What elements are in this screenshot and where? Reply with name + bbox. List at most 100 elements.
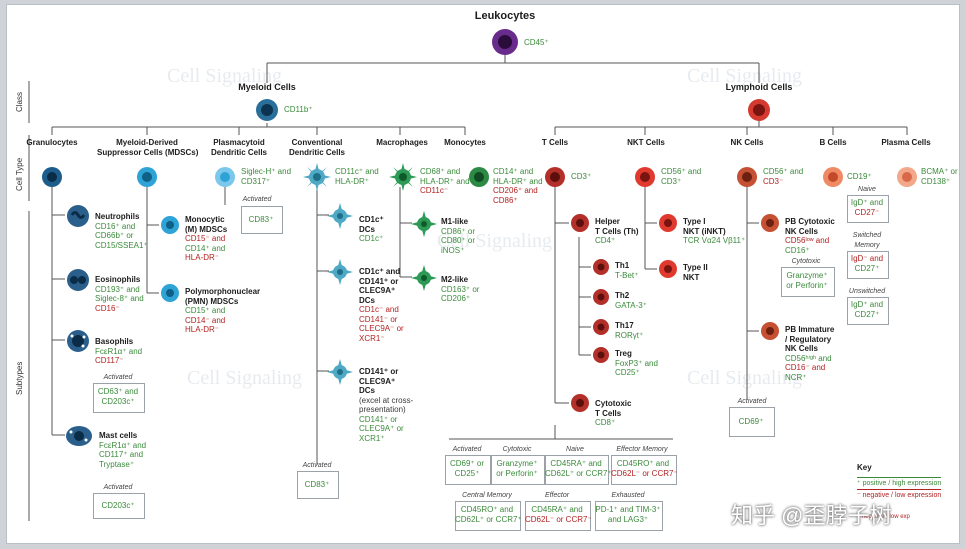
m2-macrophage-icon [411,265,437,291]
pmdsc-icon [161,284,179,302]
tstate-effmem-box [611,455,677,485]
label-subtypes: Subtypes [15,361,24,395]
nkt-icon [635,167,655,187]
bcell-switched-box [847,251,889,279]
bcell-naive-box [847,195,889,223]
tstate-exhausted-label: Exhausted [611,492,645,499]
legend-positive: ⁺ positive / high expression [857,477,942,489]
mmdsc-icon [161,216,179,234]
bcells-title: B Cells [819,138,847,147]
cd1c-dc-icon [327,203,353,229]
neutrophil-icon [67,205,89,227]
type2-nkt-icon [659,260,677,278]
th17-icon [593,319,609,335]
eosinophil-icon [67,269,89,291]
watermark: Cell Signaling [687,65,802,87]
tstate-activated-box [445,455,491,485]
macrophages-title: Macrophages [376,138,428,147]
legend-key [853,461,945,529]
nk-activated-box [729,407,775,437]
bcell-naive-label: Naive [858,186,876,193]
bcell-unswitched-box [847,297,889,325]
tstate-effector-box [525,501,591,531]
bcell-marker: CD19⁺ [847,172,872,181]
mdsc-icon [137,167,157,187]
leukocyte-cell-icon [492,29,518,55]
granulocytes-title: Granulocytes [26,138,78,147]
pb-cytotoxic-state-label: Cytotoxic [791,258,821,265]
pdc-activated-marker: CD83⁺ [248,215,274,224]
cd141-dc-icon [327,359,353,385]
mast-activated-label: Activated [103,484,133,491]
pdc-activated-box [241,206,283,234]
tcell-marker: CD3⁺ [571,172,592,181]
mast-activated-marker: CD203c⁺ [101,501,135,510]
cdc-activated-label: Activated [302,462,332,469]
m1-macrophage-icon [411,211,437,237]
nk-title: NK Cells [730,138,764,147]
inkt-icon [659,214,677,232]
tstate-naive-label: Naive [566,446,584,453]
pb-immature-nk-icon [761,322,779,340]
pdc-icon [215,167,235,187]
myeloid-title: Myeloid Cells [238,82,296,92]
nkt-title: NKT Cells [627,138,665,147]
tstate-effmem-label: Effector Memory [616,446,668,453]
monocyte-icon [469,167,489,187]
tstate-centmem-box [455,501,521,531]
th2-icon [593,289,609,305]
page-title: Leukocytes [474,10,536,22]
tcell-icon [545,167,565,187]
cdc-activated-box [297,471,339,499]
label-cell-type: Cell Type [15,157,24,191]
lymphoid-cell-icon [748,99,770,121]
cdc-icon [303,163,331,191]
legend-negative-short: ⁻ negative / low exp [857,514,910,520]
mast-cell-icon [66,426,92,446]
tstate-effector-label: Effector [544,492,570,499]
pdc-activated-label: Activated [242,196,272,203]
treg-icon [593,347,609,363]
tcells-title: T Cells [541,138,569,147]
tstate-exhausted-box [595,501,663,531]
zhihu-watermark: 知乎 @歪脖子树 [731,503,892,528]
bcell-icon [823,167,843,187]
helper-t-icon [571,214,589,232]
plasma-cell-icon [897,167,917,187]
watermark: Cell Signaling [687,367,802,389]
th1-icon [593,259,609,275]
myeloid-marker: CD11b⁺ [284,105,313,114]
pb-cytotoxic-state-markers: Granzyme⁺or Perforin⁺ [786,271,828,290]
basophil-activated-label: Activated [103,374,133,381]
diagram-canvas: Cell Signaling Cell Signaling Cell Signa… [6,4,960,544]
tree-connectors [28,52,908,521]
tstate-cytotoxic-label: Cytotoxic [502,446,532,453]
tstate-exhausted-markers: PD-1⁺ and TIM-3⁺and LAG3⁺ [595,505,661,524]
